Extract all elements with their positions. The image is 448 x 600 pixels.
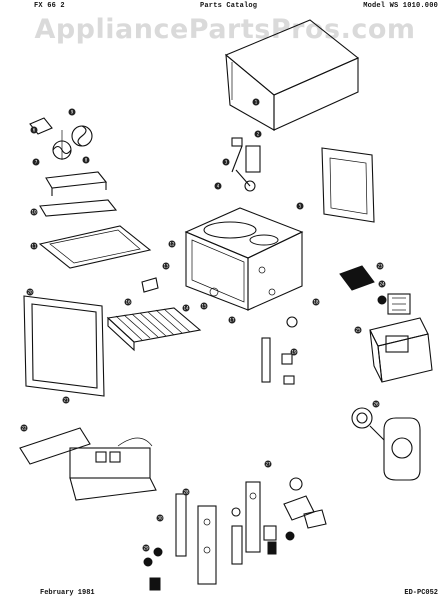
svg-text:4: 4: [217, 184, 220, 189]
door-latch-group: [245, 477, 327, 555]
svg-text:8: 8: [85, 158, 88, 163]
svg-text:10: 10: [31, 210, 37, 215]
svg-text:25: 25: [355, 328, 361, 333]
svg-text:5: 5: [299, 204, 302, 209]
oven-cavity-part: [184, 207, 304, 311]
svg-text:30: 30: [157, 516, 163, 521]
svg-text:18: 18: [313, 300, 319, 305]
callout-7: 7: [32, 158, 40, 166]
callout-3: 3: [222, 158, 230, 166]
callout-21: 21: [62, 396, 70, 404]
svg-text:24: 24: [379, 282, 385, 287]
callout-24: 24: [378, 280, 386, 288]
callout-26: 26: [372, 400, 380, 408]
thermal-cutout-group: [231, 137, 261, 192]
svg-text:28: 28: [183, 490, 189, 495]
back-panel-part: [321, 147, 375, 223]
callout-30: 30: [156, 514, 164, 522]
svg-text:11: 11: [31, 244, 37, 249]
svg-text:22: 22: [21, 426, 27, 431]
oven-rack-part: [106, 307, 202, 352]
svg-text:16: 16: [125, 300, 131, 305]
callout-18: 18: [312, 298, 320, 306]
blower-motor-part: [351, 407, 421, 481]
header-title: Parts Catalog: [200, 2, 258, 10]
callout-20: 20: [26, 288, 34, 296]
callout-27: 27: [264, 460, 272, 468]
cavity-ceiling-plate-part: [38, 225, 152, 269]
svg-text:19: 19: [291, 350, 297, 355]
callout-15: 15: [200, 302, 208, 310]
callout-14: 14: [182, 304, 190, 312]
callout-25: 25: [354, 326, 362, 334]
callout-9: 9: [68, 108, 76, 116]
svg-text:20: 20: [27, 290, 33, 295]
transformer-bracket-part: [369, 317, 433, 383]
svg-text:6: 6: [33, 128, 36, 133]
svg-text:26: 26: [373, 402, 379, 407]
outer-cabinet-part: [224, 19, 360, 131]
light-cover-part: [141, 277, 159, 293]
svg-text:2: 2: [257, 132, 260, 137]
svg-text:29: 29: [143, 546, 149, 551]
fan-assembly-part: [29, 117, 93, 160]
svg-text:7: 7: [35, 160, 38, 165]
callout-13: 13: [162, 262, 170, 270]
svg-text:21: 21: [63, 398, 69, 403]
callout-23: 23: [376, 262, 384, 270]
footer-date: February 1981: [40, 589, 95, 597]
callout-1: 1: [252, 98, 260, 106]
callout-5: 5: [296, 202, 304, 210]
svg-text:3: 3: [225, 160, 228, 165]
callout-6: 6: [30, 126, 38, 134]
svg-text:15: 15: [201, 304, 207, 309]
timer-switch-group: [143, 493, 243, 591]
svg-text:12: 12: [169, 242, 175, 247]
vent-grille-part: [339, 265, 375, 291]
svg-text:23: 23: [377, 264, 383, 269]
guide-plate-part: [39, 199, 118, 217]
callout-19: 19: [290, 348, 298, 356]
svg-text:1: 1: [255, 100, 258, 105]
header-form-code: FX 66 2: [34, 2, 65, 10]
interlock-switch-group: [261, 316, 298, 385]
callout-11: 11: [30, 242, 38, 250]
stirrer-bracket-part: [45, 171, 108, 196]
footer-code: ED-PC052: [404, 589, 438, 597]
callout-16: 16: [124, 298, 132, 306]
callout-28: 28: [182, 488, 190, 496]
svg-text:9: 9: [71, 110, 74, 115]
oven-door-part: [23, 295, 105, 397]
callout-8: 8: [82, 156, 90, 164]
watermark-text: AppliancePartsPros.com: [34, 14, 416, 45]
callout-17: 17: [228, 316, 236, 324]
svg-text:14: 14: [183, 306, 189, 311]
header-model: Model WS 1010.000: [363, 2, 438, 10]
control-board-part: [19, 427, 157, 501]
svg-text:17: 17: [229, 318, 235, 323]
svg-text:13: 13: [163, 264, 169, 269]
magnetron-part: [377, 293, 411, 315]
callout-22: 22: [20, 424, 28, 432]
callout-10: 10: [30, 208, 38, 216]
callout-4: 4: [214, 182, 222, 190]
svg-text:27: 27: [265, 462, 271, 467]
callout-29: 29: [142, 544, 150, 552]
callout-12: 12: [168, 240, 176, 248]
callout-2: 2: [254, 130, 262, 138]
